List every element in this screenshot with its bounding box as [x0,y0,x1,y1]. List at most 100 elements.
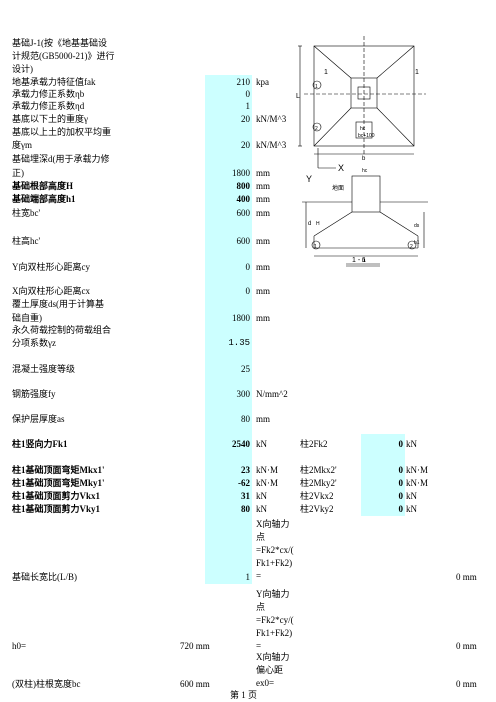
ratio-label: 基础长宽比(L/B) [12,572,77,582]
y-axis-note: Y向轴力 [256,589,290,599]
param-unit: mm [256,208,271,218]
x-ecc-note: 偏心距 [256,665,284,675]
param-value[interactable]: 600 [236,236,251,246]
load2-unit: kN·M [406,478,428,488]
param-value[interactable]: 1.35 [228,338,250,348]
foundation-diagram: L 1 1 1 2 hc bc+100 b Y X hc 地面 d H ds h… [296,36,428,267]
ratio-value[interactable]: 1 [245,572,251,582]
param-value[interactable]: 0 [245,89,251,99]
param-value[interactable]: 0 [245,286,251,296]
load1-unit: kN [256,491,267,501]
param-value[interactable]: 20 [241,140,250,150]
load2-label: 柱2Vky2 [300,504,334,514]
load2-label: 柱2Mky2' [300,478,337,488]
x-axis-note: 点 [256,532,266,542]
svg-text:1: 1 [314,244,317,250]
x-axis-note: Fk1+Fk2) [256,558,293,568]
param-label: 础自重) [12,313,42,323]
load2-value[interactable]: 0 [398,465,404,475]
param-value[interactable]: 25 [241,364,250,374]
e-result: 0 mm [456,679,477,689]
load2-label: 柱2Mkx2' [300,465,337,475]
param-value[interactable]: 600 [236,208,251,218]
input-column-bg [205,75,252,584]
load1-value[interactable]: 23 [241,465,250,475]
load1-value[interactable]: -62 [238,478,250,488]
x-axis-note: =Fk2*cx/( [256,545,294,555]
svg-text:b: b [362,156,366,162]
page-footer: 第 1 页 [230,690,258,700]
load1-unit: kN·M [256,465,278,475]
param-unit: mm [256,194,271,204]
param-label: 基础根部高度H [12,181,74,191]
load2-value[interactable]: 0 [398,504,404,514]
load1-label: 柱1基础顶面弯矩Mky1' [12,478,105,488]
load1-value[interactable]: 31 [241,491,250,501]
load2-unit: kN·M [406,465,428,475]
input-column2-bg [361,434,405,516]
param-label: 基底以上土的加权平均重 [12,127,112,137]
y-result: 0 mm [456,641,477,651]
param-label: 保护层厚度as [12,414,65,424]
param-value[interactable]: 1800 [232,313,250,323]
param-unit: mm [256,286,271,296]
svg-text:h1: h1 [414,240,420,246]
load1-value[interactable]: 2540 [232,439,250,449]
svg-text:2: 2 [315,126,318,132]
param-unit: kN/M^3 [256,114,287,124]
x-result: 0 mm [456,572,477,582]
param-label: 柱宽bc' [12,208,41,218]
svg-text:地面: 地面 [332,184,344,192]
param-value[interactable]: 1 [245,101,251,111]
param-value[interactable]: 1800 [232,168,250,178]
load1-label: 柱1基础顶面弯矩Mkx1' [12,465,105,475]
param-label: 永久荷载控制的荷载组合 [12,325,112,335]
svg-text:1: 1 [415,69,419,76]
load1-value[interactable]: 80 [241,504,250,514]
param-unit: mm [256,181,271,191]
svg-text:bc+100: bc+100 [358,133,375,139]
svg-text:2: 2 [410,244,413,250]
param-label: 基础端部高度h1 [12,194,76,204]
param-unit: mm [256,168,271,178]
load1-unit: kN·M [256,478,278,488]
x-ecc-note: ex0= [256,678,275,688]
param-unit: mm [256,262,271,272]
svg-text:d: d [308,221,311,227]
svg-text:H: H [316,221,320,227]
svg-text:hc: hc [362,168,368,174]
load2-unit: kN [406,504,417,514]
title-line-3: 设计) [12,64,33,74]
param-label: 分项系数γz [12,338,56,348]
param-unit: mm [256,414,271,424]
param-unit: mm [256,236,271,246]
param-value[interactable]: 210 [236,77,251,87]
param-label: 柱高hc' [12,236,41,246]
param-unit: kN/M^3 [256,140,287,150]
x-axis-note: X向轴力 [256,519,290,529]
svg-text:b: b [362,258,366,264]
load1-label: 柱1基础顶面剪力Vkx1 [12,491,101,501]
load2-value[interactable]: 0 [398,478,404,488]
load1-label: 柱1竖向力Fk1 [12,439,68,449]
load1-unit: kN [256,504,267,514]
param-value[interactable]: 20 [241,114,250,124]
param-label: 地基承载力特征值fak [12,77,96,87]
load2-value[interactable]: 0 [398,491,404,501]
param-label: 承载力修正系数ηd [12,101,85,111]
param-value[interactable]: 300 [236,389,251,399]
param-label: 混凝土强度等级 [12,364,76,374]
svg-text:1 - 1: 1 - 1 [352,257,366,264]
h0-label: h0= [12,641,27,651]
param-value[interactable]: 0 [245,262,251,272]
load2-value[interactable]: 0 [398,439,404,449]
svg-text:Y: Y [306,174,312,184]
load2-label: 柱2Fk2 [300,439,328,449]
bc-label: (双柱)柱根宽度bc [12,679,81,689]
svg-text:1: 1 [324,69,328,76]
load1-label: 柱1基础顶面剪力Vky1 [12,504,101,514]
param-value[interactable]: 400 [236,194,251,204]
param-value[interactable]: 80 [241,414,250,424]
param-unit: mm [256,313,271,323]
param-value[interactable]: 800 [236,181,251,191]
